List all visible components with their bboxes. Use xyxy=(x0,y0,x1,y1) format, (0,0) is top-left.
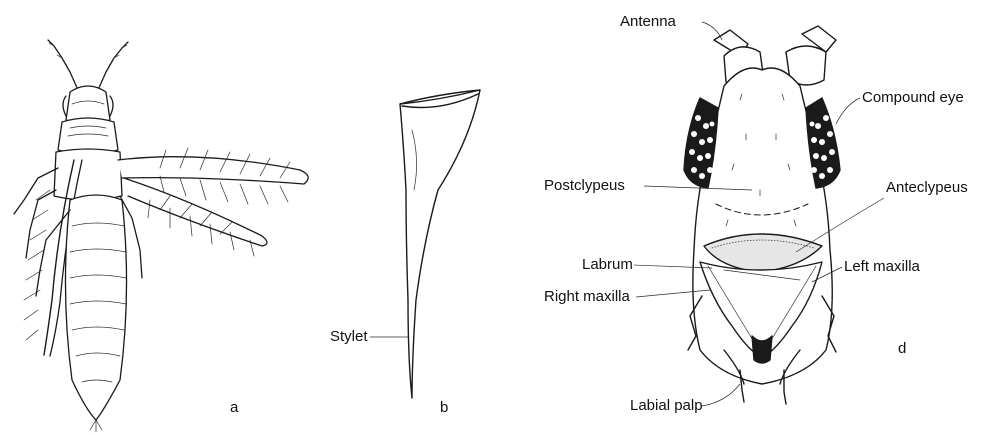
head-capsule-illustration xyxy=(684,26,840,404)
left-maxilla-label: Left maxilla xyxy=(844,258,921,275)
panel-d-letter: d xyxy=(898,340,906,357)
panel-b-letter: b xyxy=(440,399,448,416)
compound-eye-label: Compound eye xyxy=(862,89,964,106)
compound-eye-leader-line xyxy=(836,98,860,124)
labial-palp-label: Labial palp xyxy=(630,397,703,414)
labrum-label: Labrum xyxy=(582,256,633,273)
anteclypeus-label: Anteclypeus xyxy=(886,179,968,196)
thrips-illustration xyxy=(14,40,308,432)
postclypeus-label: Postclypeus xyxy=(544,177,625,194)
right-maxilla-label: Right maxilla xyxy=(544,288,631,305)
panel-a-letter: a xyxy=(230,399,239,416)
labial-palp-leader-line xyxy=(702,384,740,406)
antenna-label: Antenna xyxy=(620,13,677,30)
stylet-label: Stylet xyxy=(330,328,368,345)
stylet-illustration xyxy=(400,90,480,398)
